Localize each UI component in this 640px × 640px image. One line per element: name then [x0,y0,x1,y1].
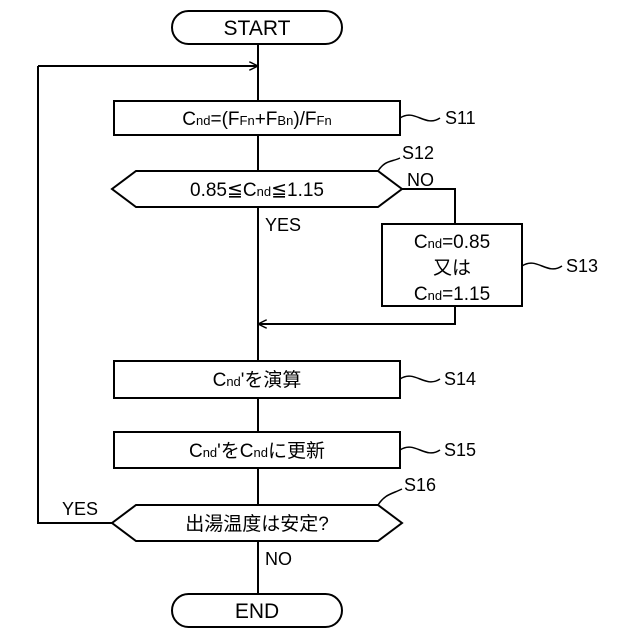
end-terminal: END [172,594,342,627]
s12-label: S12 [402,143,434,163]
s13-label: S13 [566,256,598,276]
s15-leader [400,447,440,453]
step-s13-box: Cnd=0.85 又は Cnd=1.15 [382,224,522,306]
s16-no-label: NO [265,549,292,569]
s14-leader [400,376,440,382]
s14-label: S14 [444,369,476,389]
s12-no-label: NO [407,170,434,190]
end-label: END [235,600,279,623]
s13-line3: Cnd=1.15 [414,284,490,305]
connector-s12-no [402,189,455,224]
s16-yes-label: YES [62,499,98,519]
s11-label: S11 [445,108,476,128]
s12-yes-label: YES [265,215,301,235]
s11-leader [400,115,440,121]
s15-label: S15 [444,440,476,460]
step-s15-box: Cnd'をCndに更新 [114,432,400,468]
start-label: START [224,17,291,40]
step-s12-decision: 0.85≦Cnd≦1.15 [112,171,402,207]
step-s16-decision: 出湯温度は安定? [112,505,402,541]
s13-line2: 又は [433,258,471,279]
step-s11-box: Cnd=(FFn+FBn)/FFn [114,101,400,135]
s16-leader [378,489,402,505]
s12-condition: 0.85≦Cnd≦1.15 [190,180,324,201]
start-terminal: START [172,11,342,44]
s14-text: Cnd'を演算 [213,369,302,391]
s12-leader [378,158,400,171]
connector-s16-yes-loop [38,66,112,523]
step-s14-box: Cnd'を演算 [114,361,400,398]
connector-s13-merge [259,306,455,324]
s11-formula: Cnd=(FFn+FBn)/FFn [182,109,331,130]
s13-leader [522,263,562,269]
s16-question: 出湯温度は安定? [185,513,329,535]
s16-label: S16 [404,475,436,495]
s13-line1: Cnd=0.85 [414,232,490,253]
